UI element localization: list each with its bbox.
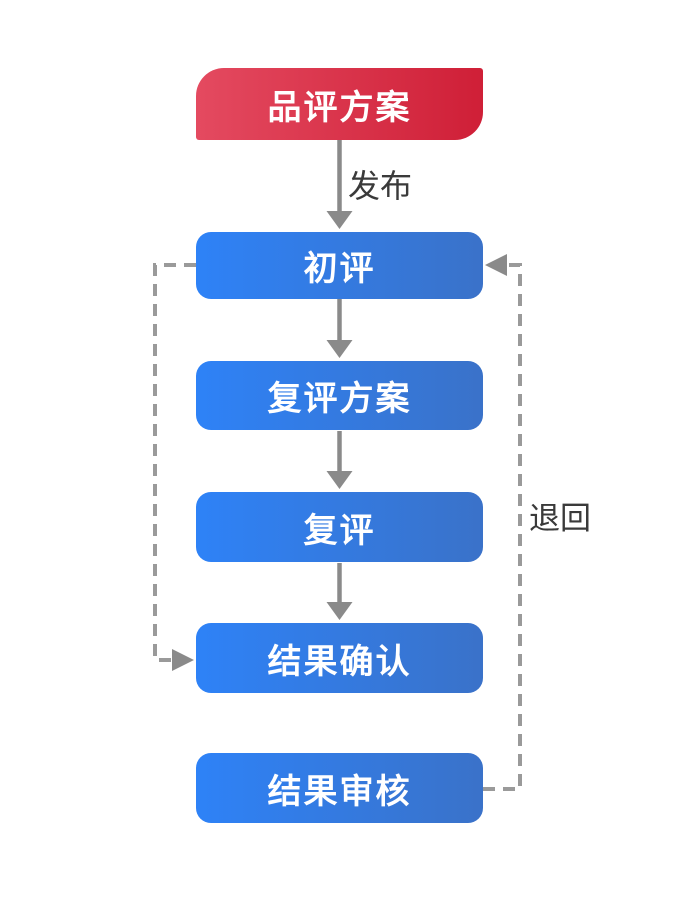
flow-node-chuping: 初评 xyxy=(196,232,483,299)
flow-node-fuping: 复评 xyxy=(196,492,483,562)
dashed-return-line xyxy=(483,263,522,791)
flow-node-jieguo-queren-label: 结果确认 xyxy=(267,642,412,681)
dashed-left-loop-head-icon xyxy=(172,649,194,671)
flow-node-pinping-fangan: 品评方案 xyxy=(196,68,483,140)
arrow-fuping-to-jieguoqueren-head-icon xyxy=(326,602,353,620)
flow-node-pinping-fangan-label: 品评方案 xyxy=(267,88,412,127)
dashed-left-loop-line xyxy=(153,263,196,662)
flow-node-jieguo-queren: 结果确认 xyxy=(196,623,483,693)
flow-node-jieguo-shenhe: 结果审核 xyxy=(196,753,483,823)
flow-node-jieguo-shenhe-label: 结果审核 xyxy=(267,772,412,811)
arrow-chuping-to-fupingfangan-head-icon xyxy=(326,340,353,358)
dashed-return-head-icon xyxy=(485,254,507,276)
arrow-fupingfangan-to-fuping-head-icon xyxy=(326,471,353,489)
flow-node-chuping-label: 初评 xyxy=(303,250,376,288)
edge-label-publish: 发布 xyxy=(348,168,413,204)
flow-node-fuping-fangan: 复评方案 xyxy=(196,361,483,430)
flow-node-fuping-label: 复评 xyxy=(303,511,376,550)
flow-node-fuping-fangan-label: 复评方案 xyxy=(267,380,412,418)
arrow-publish-head-icon xyxy=(326,211,353,229)
edge-label-return: 退回 xyxy=(529,501,591,536)
